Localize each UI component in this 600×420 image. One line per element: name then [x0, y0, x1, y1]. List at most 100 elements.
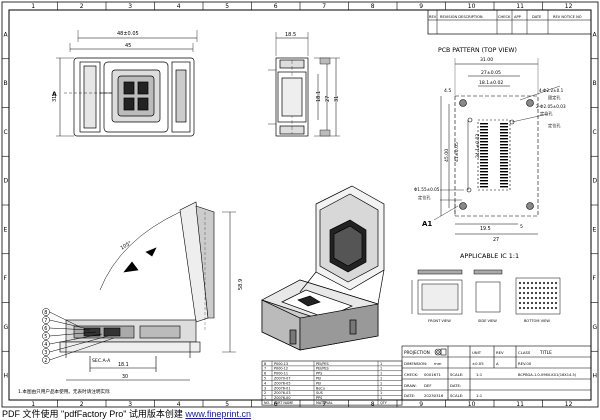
- pcb-pad: [480, 156, 488, 158]
- pcb-hole-note-1: 4-Φ2.2±0.1: [539, 88, 564, 93]
- grid-row-label-right: D: [593, 178, 598, 185]
- parts-cell: 1: [380, 367, 382, 371]
- pcb-hole-note-4b: 定位孔: [418, 194, 431, 201]
- grid-col-label-bottom: 4: [177, 401, 181, 408]
- top-dim-outer: 48±0.05: [117, 31, 139, 37]
- pcb-pad: [500, 135, 508, 137]
- ic-ball: [546, 286, 550, 290]
- parts-cell: 8: [264, 362, 266, 366]
- tb-class-label: CLASS: [518, 350, 531, 355]
- tb-scale-label: SCALE:: [450, 372, 463, 377]
- pcb-pad: [500, 150, 508, 152]
- pcb-dim-5: 5: [520, 224, 523, 230]
- ic-bottom-label: BOTTOM VIEW: [524, 319, 550, 323]
- parts-cell: SUS: [316, 391, 323, 395]
- grid-row-label-right: H: [593, 373, 598, 380]
- part-balloon-number: 8: [44, 310, 47, 316]
- grid-row-label-left: F: [4, 275, 8, 282]
- ic-ball: [542, 291, 546, 295]
- ic-ball: [538, 306, 542, 310]
- pcb-dim-18: 18.1±0.02: [479, 80, 503, 86]
- drawing-note: 1.本图由只用户品本使用。无表时请注明实际: [18, 388, 110, 395]
- ic-ball: [526, 306, 530, 310]
- section-dim: 18.1: [118, 362, 129, 368]
- rev-header-notice: REV NOTICE NO: [553, 15, 582, 19]
- ic-ball: [534, 281, 538, 285]
- pcb-pad: [500, 174, 508, 176]
- part-balloon-number: 3: [44, 350, 47, 356]
- ic-ball: [534, 306, 538, 310]
- ic-ball: [526, 281, 530, 285]
- ic-ball: [550, 291, 554, 295]
- pcb-pad: [480, 159, 488, 161]
- ic-ball: [518, 281, 522, 285]
- pcb-pad: [480, 177, 488, 179]
- ic-ball: [534, 301, 538, 305]
- parts-cell: 1: [380, 396, 382, 400]
- parts-header: NO.: [264, 401, 270, 405]
- grid-col-label-top: 2: [80, 3, 84, 10]
- parts-cell: 1: [380, 381, 382, 385]
- grid-ticks: [2, 2, 598, 407]
- parts-cell: 1: [380, 372, 382, 376]
- grid-col-label-bottom: 11: [516, 401, 524, 408]
- pcb-pad: [500, 156, 508, 158]
- ic-ball: [518, 296, 522, 300]
- part-balloon-number: 6: [44, 326, 47, 332]
- tb-scale: 1:1: [476, 372, 483, 377]
- pcb-pad: [480, 132, 488, 134]
- pcb-pad: [480, 150, 488, 152]
- parts-header: MATERIAL: [316, 401, 333, 405]
- parts-cell: 1: [380, 386, 382, 390]
- ic-ball: [538, 296, 542, 300]
- ic-ball: [534, 286, 538, 290]
- parts-cell: 4: [264, 381, 266, 385]
- top-dim-side: 31: [52, 96, 58, 102]
- section-dim-b: 30: [122, 374, 128, 380]
- grid-row-label-right: B: [593, 80, 597, 87]
- tb-projection: PROJECTION: [404, 350, 430, 355]
- ic-ball: [546, 301, 550, 305]
- grid-row-label-left: H: [4, 373, 9, 380]
- parts-cell: P000-11: [274, 372, 288, 376]
- grid-row-label-right: A: [593, 31, 598, 38]
- grid-row-label-left: A: [4, 31, 9, 38]
- ic-ball: [554, 281, 558, 285]
- pcb-dim-27: 27±0.05: [481, 70, 501, 76]
- grid-col-label-top: 3: [128, 3, 132, 10]
- pcb-dim-27b: 27: [493, 237, 499, 243]
- footer-link[interactable]: www.fineprint.cn: [185, 409, 251, 419]
- pcb-pad: [480, 138, 488, 140]
- grid-col-label-bottom: 9: [419, 401, 423, 408]
- ic-ball: [538, 281, 542, 285]
- pcb-pad: [480, 165, 488, 167]
- grid-row-label-right: E: [593, 226, 597, 233]
- pcb-pad: [480, 135, 488, 137]
- ic-ball: [546, 281, 550, 285]
- grid-col-label-bottom: 7: [322, 401, 326, 408]
- ic-ball: [518, 291, 522, 295]
- pdf-footer: PDF 文件使用 "pdfFactory Pro" 试用版本创建 www.fin…: [2, 407, 251, 420]
- grid-col-label-bottom: 6: [274, 401, 278, 408]
- pcb-pad: [500, 141, 508, 143]
- ic-ball: [522, 296, 526, 300]
- pcb-pad: [480, 168, 488, 170]
- grid-col-label-top: 1: [31, 3, 35, 10]
- pcb-pad: [480, 171, 488, 173]
- ic-ball: [542, 281, 546, 285]
- ic-ball: [546, 291, 550, 295]
- ic-ball: [534, 291, 538, 295]
- parts-cell: 3: [264, 386, 266, 390]
- parts-cell: PEI: [316, 381, 321, 385]
- pcb-pad: [480, 153, 488, 155]
- tb-check-val: 0001671: [424, 372, 441, 377]
- grid-col-label-bottom: 12: [565, 401, 573, 408]
- pcb-pad: [500, 171, 508, 173]
- revision-table: REV REVISION DESCRIPTION CHECK APP DATE …: [427, 9, 592, 35]
- ic-ball: [554, 286, 558, 290]
- ic-ball: [534, 296, 538, 300]
